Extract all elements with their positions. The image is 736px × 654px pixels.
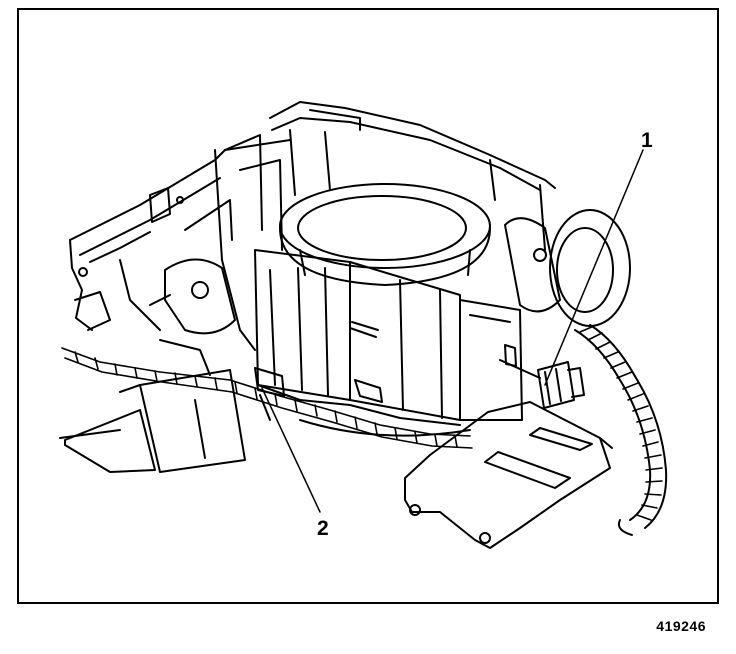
- heater-housing: [239, 249, 523, 426]
- callout-1-label: 1: [641, 129, 653, 152]
- figure-number: 419246: [656, 618, 706, 634]
- upper-cover: [269, 101, 556, 251]
- electrical-connector: [499, 344, 585, 409]
- retaining-tab: [254, 367, 285, 397]
- figure-frame: [17, 8, 719, 604]
- housing-bottom: [259, 394, 471, 437]
- lower-duct-block: [59, 369, 246, 473]
- heat-shield-plate: [404, 401, 613, 549]
- callout-2-label: 2: [317, 517, 329, 540]
- blower-opening: [279, 183, 491, 286]
- wiring-harness: [574, 324, 668, 536]
- instrument-panel-bracket: [69, 134, 291, 331]
- mode-actuator: [149, 258, 236, 376]
- callout-2-leader: [261, 387, 321, 513]
- callout-1-leader: [544, 149, 644, 386]
